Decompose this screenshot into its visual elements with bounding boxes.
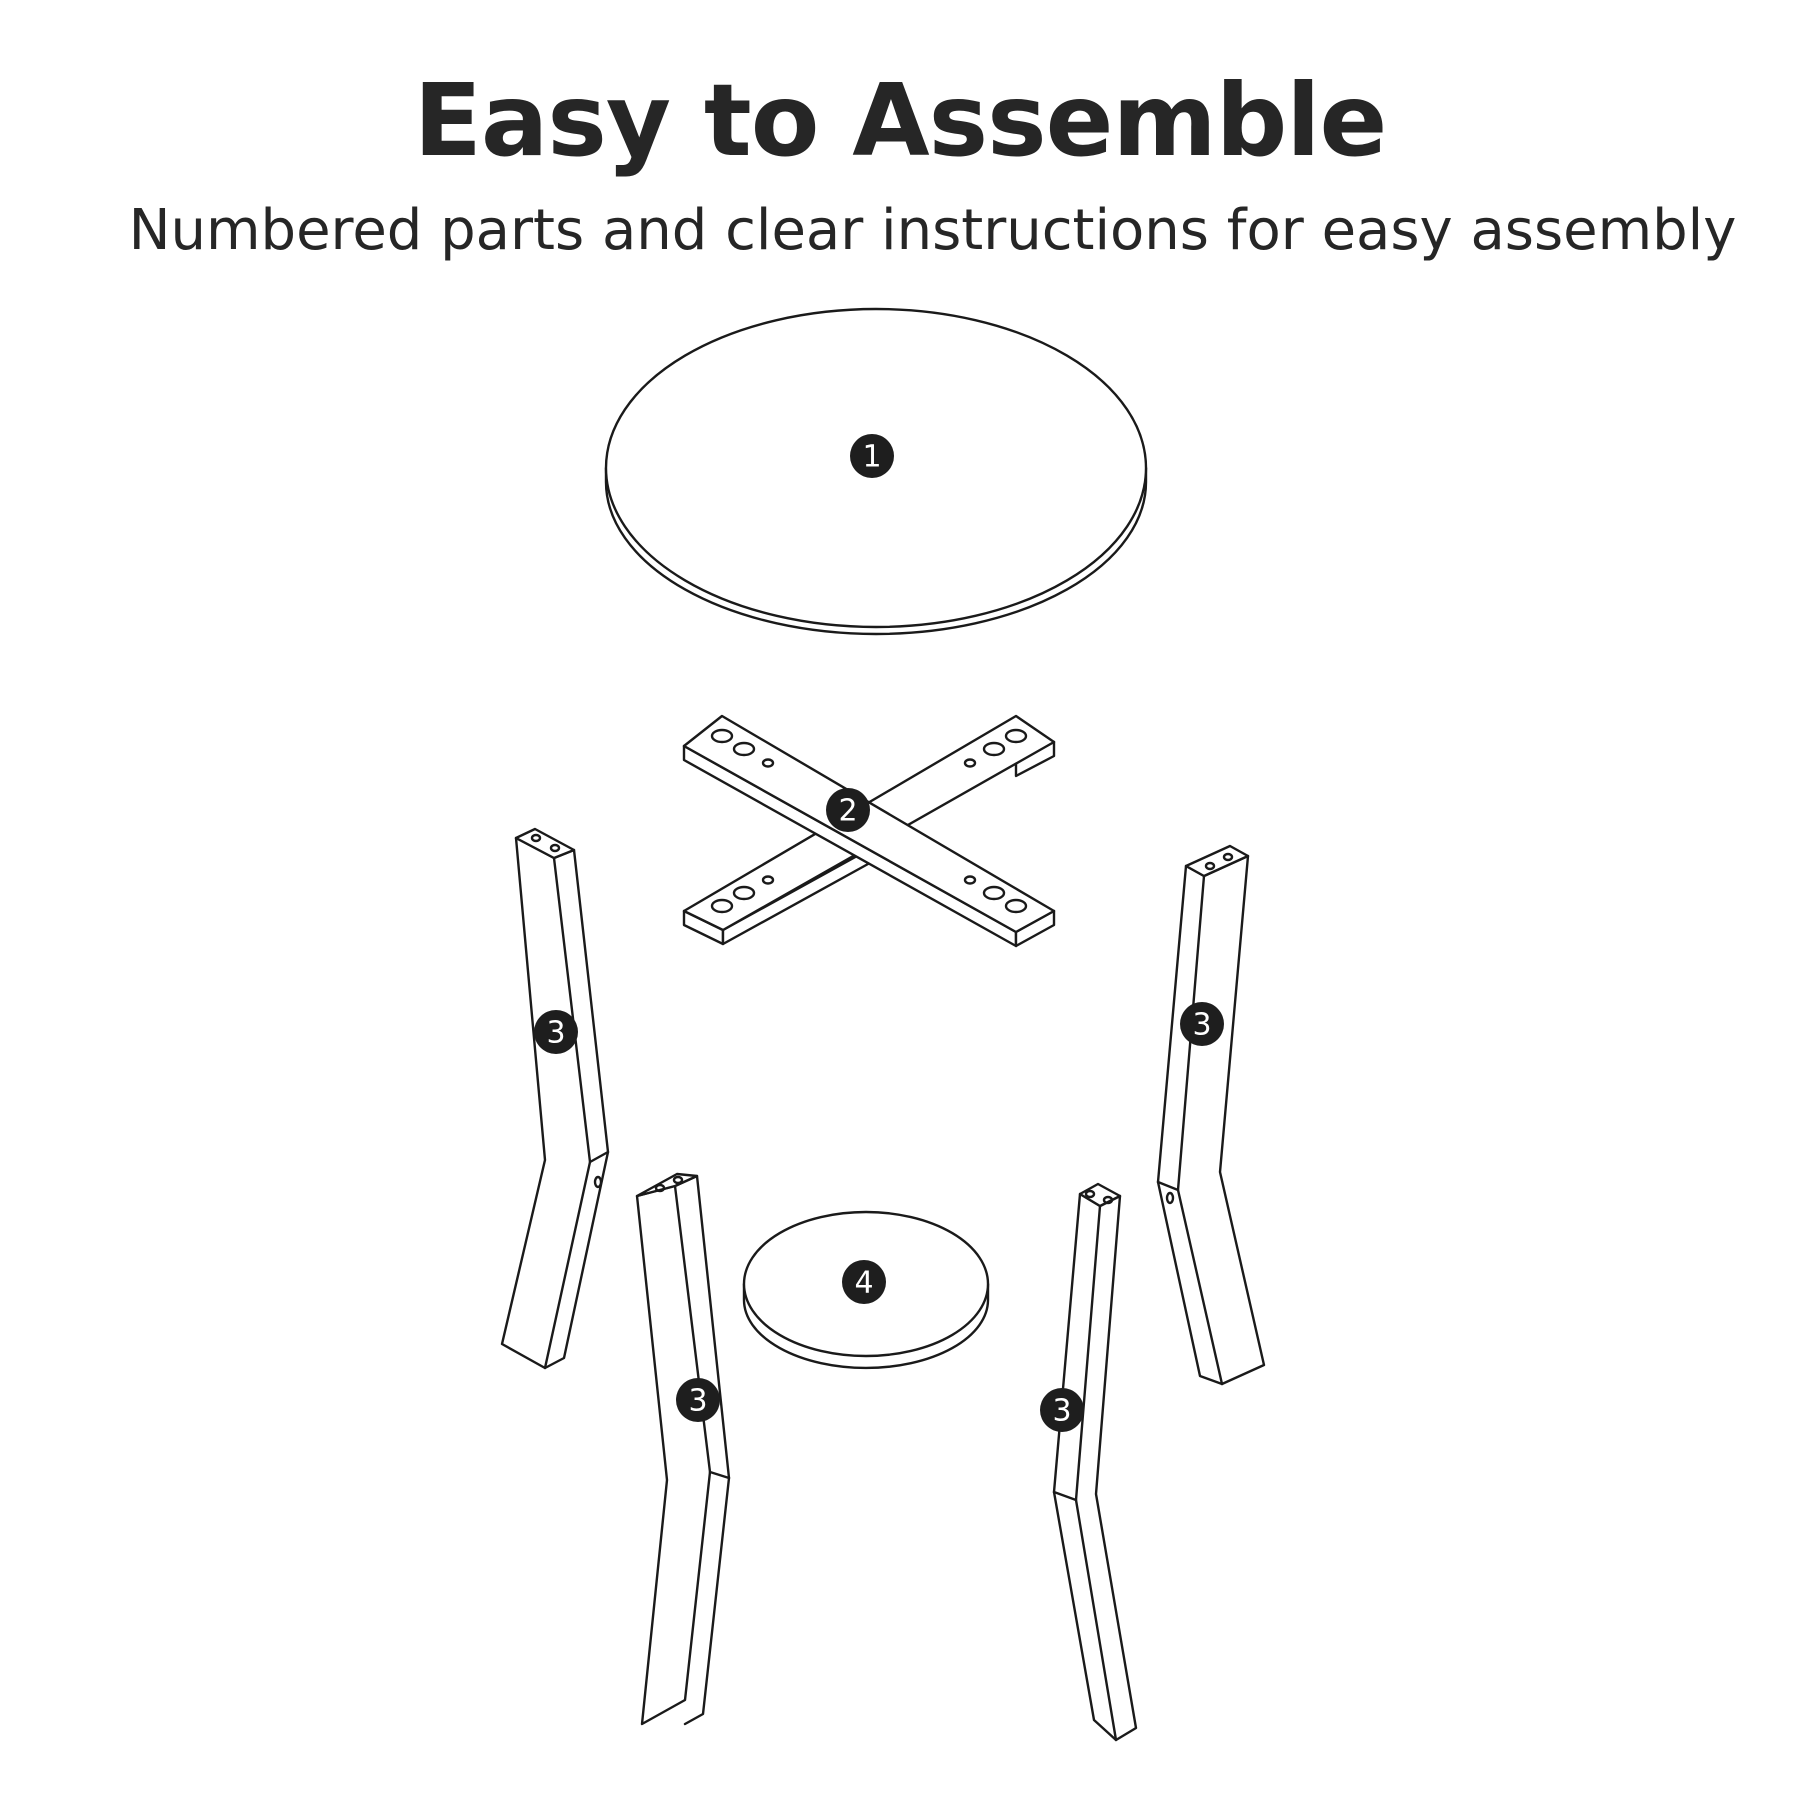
leg-back-left: 3 [500, 827, 610, 1370]
svg-text:2: 2 [838, 794, 857, 829]
badge-part-2: 2 [826, 788, 870, 832]
tabletop: 1 [604, 307, 1148, 636]
svg-text:4: 4 [854, 1266, 873, 1301]
badge-part-4: 4 [842, 1260, 886, 1304]
page-title: Easy to Assemble [413, 62, 1388, 179]
badge-part-1: 1 [850, 434, 894, 478]
badge-part-3-front-left: 3 [676, 1378, 720, 1422]
svg-text:1: 1 [862, 440, 881, 475]
svg-text:3: 3 [1192, 1008, 1211, 1043]
leg-front-right: 3 [1040, 1182, 1138, 1742]
leg-back-right: 3 [1156, 844, 1266, 1386]
badge-part-3-back-left: 3 [534, 1010, 578, 1054]
leg-front-left: 3 [635, 1172, 731, 1726]
shelf: 4 [742, 1210, 990, 1370]
badge-part-3-front-right: 3 [1040, 1388, 1084, 1432]
badge-part-3-back-right: 3 [1180, 1002, 1224, 1046]
svg-text:3: 3 [688, 1384, 707, 1419]
page-subtitle: Numbered parts and clear instructions fo… [128, 198, 1737, 263]
brace-holes [710, 728, 1028, 914]
svg-text:3: 3 [546, 1016, 565, 1051]
svg-text:3: 3 [1052, 1394, 1071, 1429]
cross-brace: 2 [682, 714, 1056, 948]
